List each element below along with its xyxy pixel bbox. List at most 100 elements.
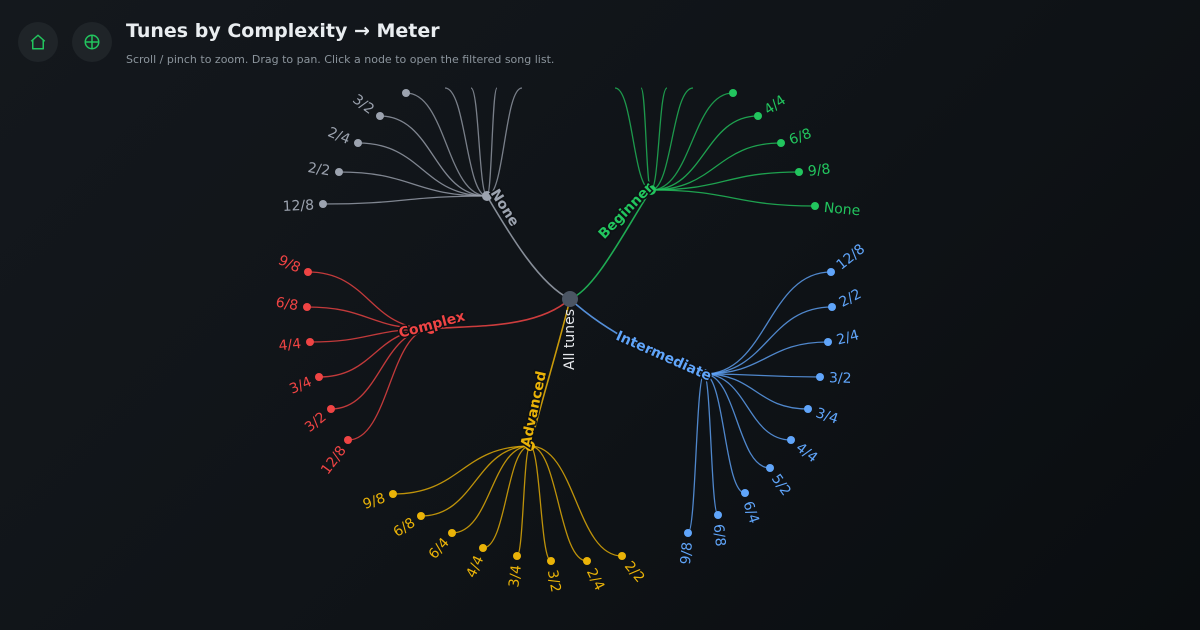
top-bar: Tunes by Complexity → Meter Scroll / pin…: [0, 0, 1200, 80]
node-intermediate-12-8[interactable]: [827, 268, 835, 276]
node-beginner-offscreen[interactable]: [729, 89, 737, 97]
node-complex-3-2[interactable]: [327, 405, 335, 413]
label-intermediate-6-8: 6/8: [710, 523, 728, 547]
label-complex-6-8: 6/8: [274, 295, 299, 315]
node-complex-3-4[interactable]: [315, 373, 323, 381]
root-label: All tunes: [562, 309, 578, 370]
link-advanced-3-4: [516, 445, 531, 557]
link-intermediate-5-2: [703, 373, 771, 469]
node-complex-6-8[interactable]: [303, 303, 311, 311]
node-intermediate-2-2[interactable]: [828, 303, 836, 311]
label-advanced-6-4: 6/4: [426, 535, 453, 563]
link-intermediate-2-4: [703, 341, 829, 375]
node-advanced-2-4[interactable]: [583, 557, 591, 565]
label-intermediate-12-8: 12/8: [834, 241, 869, 273]
label-advanced: Advanced: [518, 370, 550, 449]
node-advanced-9-8[interactable]: [389, 490, 397, 498]
node-intermediate-6-4[interactable]: [741, 489, 749, 497]
node-none[interactable]: [482, 191, 492, 201]
crosshair-icon: [84, 34, 100, 50]
node-intermediate-3-2[interactable]: [816, 373, 824, 381]
node-none-offscreen[interactable]: [402, 89, 410, 97]
label-none-2-2: 2/2: [306, 160, 331, 179]
label-advanced-6-8: 6/8: [391, 515, 419, 541]
node-advanced-6-8[interactable]: [417, 512, 425, 520]
page-title: Tunes by Complexity → Meter: [126, 20, 440, 42]
node-complex-4-4[interactable]: [306, 338, 314, 346]
node-complex-9-8[interactable]: [304, 268, 312, 276]
label-complex-4-4: 4/4: [278, 336, 302, 354]
link-advanced-6-8: [420, 445, 531, 517]
node-none-12-8[interactable]: [319, 200, 327, 208]
label-none: None: [487, 186, 522, 229]
home-button[interactable]: [18, 22, 58, 62]
label-intermediate-2-4: 2/4: [835, 327, 861, 348]
link-intermediate-6-8: [703, 373, 719, 516]
node-intermediate-3-4[interactable]: [804, 405, 812, 413]
node-intermediate-9-8[interactable]: [684, 529, 692, 537]
label-advanced-4-4: 4/4: [463, 553, 487, 580]
node-none-2-2[interactable]: [335, 168, 343, 176]
link-intermediate-2-2: [703, 306, 833, 375]
label-none-12-8: 12/8: [282, 197, 314, 215]
label-none-3-2: 3/2: [349, 92, 377, 118]
label-advanced-9-8: 9/8: [361, 490, 388, 513]
label-complex-3-4: 3/4: [287, 374, 314, 398]
label-beginner-none: None: [823, 200, 861, 219]
link-beginner-4-4: [650, 115, 759, 191]
label-beginner: Beginner: [596, 180, 657, 242]
label-beginner-9-8: 9/8: [807, 161, 831, 180]
label-beginner-6-8: 6/8: [787, 126, 814, 149]
node-none-3-2[interactable]: [376, 112, 384, 120]
label-complex: Complex: [397, 309, 467, 342]
node-advanced-2-2[interactable]: [618, 552, 626, 560]
node-advanced[interactable]: [525, 441, 535, 451]
link-intermediate-6-4: [703, 373, 746, 494]
link-advanced-2-4: [529, 445, 588, 562]
node-advanced-3-4[interactable]: [513, 552, 521, 560]
node-beginner-6-8[interactable]: [777, 139, 785, 147]
label-intermediate-6-4: 6/4: [739, 499, 761, 526]
link-advanced-2-2: [529, 445, 623, 557]
link-none-offscreen-4: [486, 87, 523, 197]
link-beginner: [569, 189, 652, 300]
label-intermediate-2-2: 2/2: [837, 286, 864, 311]
node-intermediate-5-2[interactable]: [766, 464, 774, 472]
tree-nodes[interactable]: [303, 89, 836, 565]
link-intermediate-9-8: [687, 373, 705, 534]
link-advanced-6-4: [451, 445, 531, 534]
node-intermediate-2-4[interactable]: [824, 338, 832, 346]
label-advanced-2-2: 2/2: [621, 558, 648, 586]
node-complex[interactable]: [426, 324, 436, 334]
root-node[interactable]: [562, 291, 578, 307]
node-beginner[interactable]: [646, 185, 656, 195]
link-complex-6-8: [306, 306, 432, 330]
zoom-reset-button[interactable]: [72, 22, 112, 62]
link-none-offscreen-0: [405, 92, 488, 197]
label-advanced-2-4: 2/4: [583, 566, 607, 593]
link-none-3-2: [379, 115, 488, 197]
node-intermediate-6-8[interactable]: [714, 511, 722, 519]
link-beginner-offscreen-3: [650, 87, 668, 191]
node-beginner-4-4[interactable]: [754, 112, 762, 120]
tree-links: [306, 115, 833, 562]
node-complex-12-8[interactable]: [344, 436, 352, 444]
node-beginner-none[interactable]: [811, 202, 819, 210]
label-intermediate-3-4: 3/4: [814, 405, 841, 427]
link-advanced-4-4: [482, 445, 531, 549]
node-advanced-6-4[interactable]: [448, 529, 456, 537]
node-advanced-4-4[interactable]: [479, 544, 487, 552]
link-intermediate-4-4: [703, 373, 792, 441]
node-none-2-4[interactable]: [354, 139, 362, 147]
link-complex-3-2: [330, 328, 432, 410]
link-none-offscreen-1: [444, 87, 488, 197]
link-intermediate-3-2: [703, 373, 821, 378]
node-intermediate[interactable]: [699, 369, 709, 379]
tree-hidden-links: [405, 87, 734, 197]
node-advanced-3-2[interactable]: [547, 557, 555, 565]
node-beginner-9-8[interactable]: [795, 168, 803, 176]
node-intermediate-4-4[interactable]: [787, 436, 795, 444]
label-beginner-4-4: 4/4: [761, 92, 789, 118]
label-complex-9-8: 9/8: [276, 252, 303, 276]
